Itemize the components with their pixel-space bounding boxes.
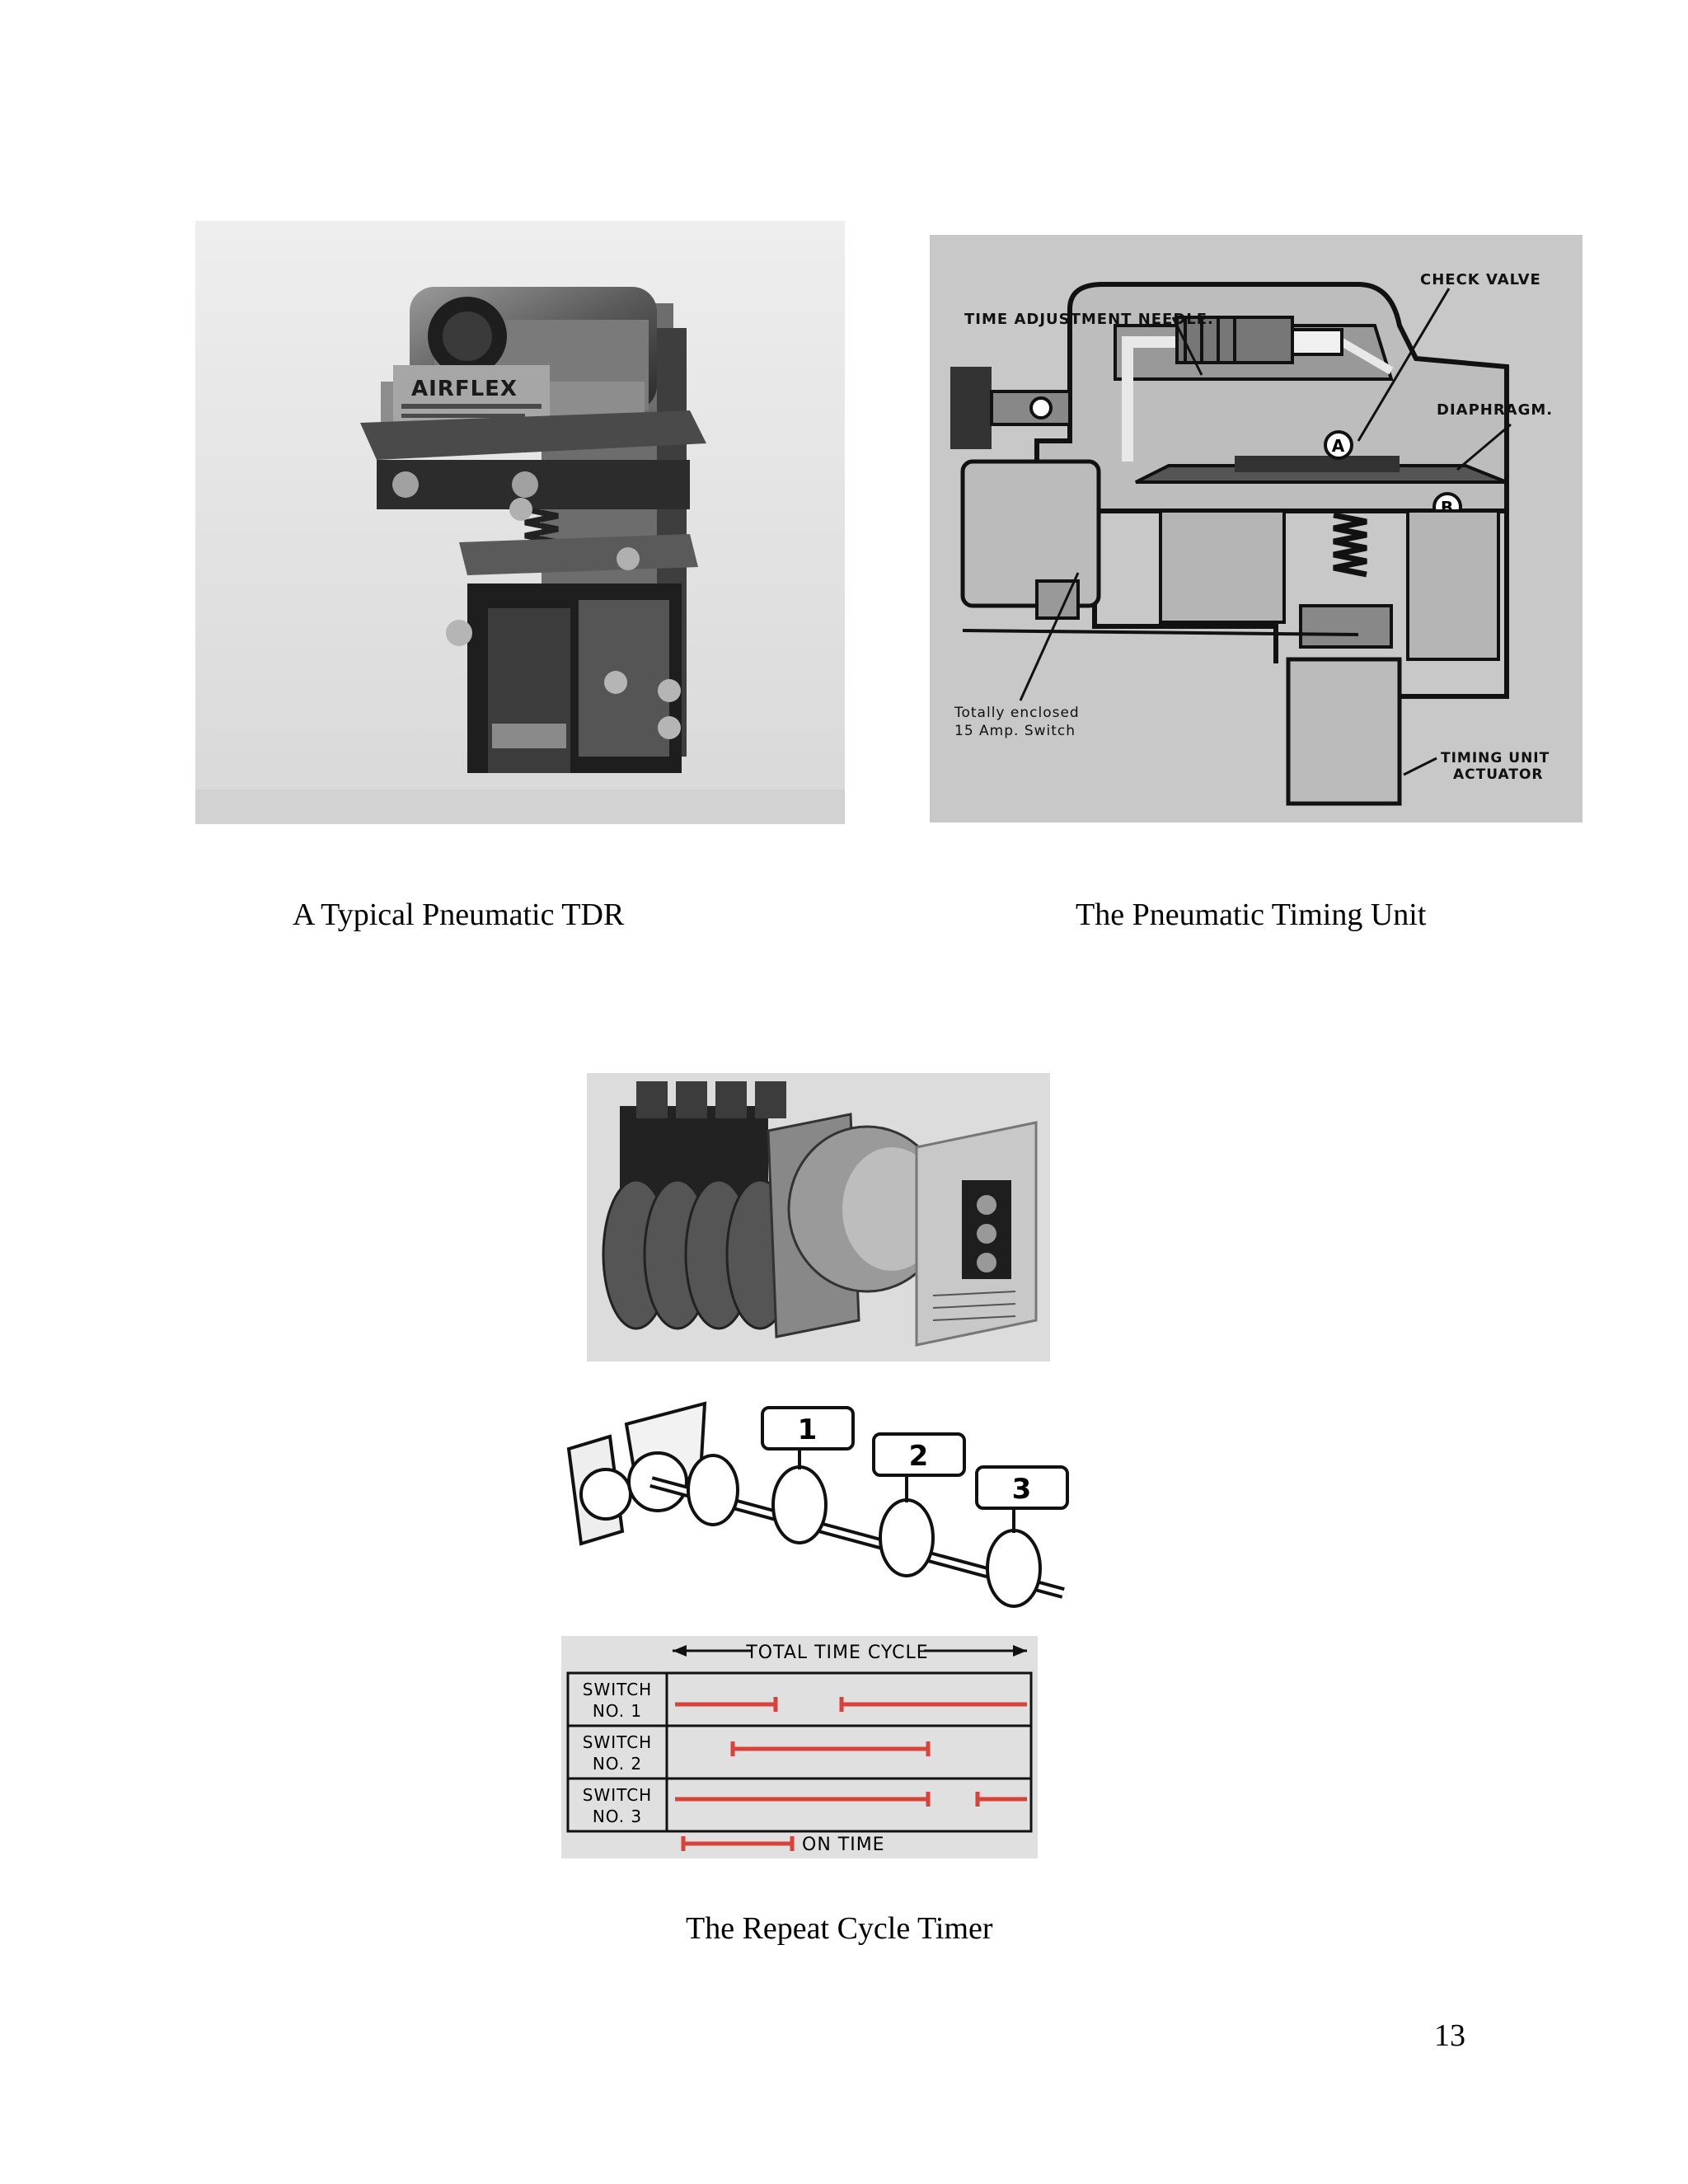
cam-number-1: 1 xyxy=(798,1413,818,1446)
label-switch-line1: Totally enclosed xyxy=(954,705,1080,721)
pneumatic-timing-unit-diagram: A B TIME ADJUSTMENT NEEDLE. CHECK VALVE … xyxy=(930,235,1582,823)
caption-tdr: A Typical Pneumatic TDR xyxy=(293,898,625,932)
total-time-cycle-label: TOTAL TIME CYCLE xyxy=(745,1643,928,1663)
cam-number-3: 3 xyxy=(1012,1473,1033,1506)
label-diaphragm: DIAPHRAGM. xyxy=(1437,401,1553,419)
cam-shaft-diagram: 1 2 3 xyxy=(560,1391,1100,1610)
caption-timing-unit: The Pneumatic Timing Unit xyxy=(1076,898,1427,932)
label-actuator-line2: ACTUATOR xyxy=(1453,766,1544,783)
switch-label-3: SWITCH xyxy=(583,1785,652,1805)
caption-repeat-cycle: The Repeat Cycle Timer xyxy=(686,1911,993,1946)
page-number: 13 xyxy=(1434,2018,1465,2053)
label-check-valve: CHECK VALVE xyxy=(1420,271,1541,288)
repeat-cycle-timer-photo xyxy=(587,1073,1050,1361)
airflex-brand-text: AIRFLEX xyxy=(411,377,518,401)
on-time-label: ON TIME xyxy=(802,1835,885,1855)
switch-no-2: NO. 2 xyxy=(593,1754,642,1774)
switch-label-1: SWITCH xyxy=(583,1680,652,1699)
switch-no-3: NO. 3 xyxy=(593,1807,642,1826)
pneumatic-tdr-photo: AIRFLEX xyxy=(195,221,845,824)
switch-label-2: SWITCH xyxy=(583,1732,652,1752)
label-actuator-line1: TIMING UNIT xyxy=(1441,750,1550,766)
label-switch-line2: 15 Amp. Switch xyxy=(954,723,1076,739)
switch-timing-chart: TOTAL TIME CYCLE SWITCH NO. 1 SWITCH NO.… xyxy=(561,1636,1038,1858)
switch-no-1: NO. 1 xyxy=(593,1701,642,1721)
marker-a: A xyxy=(1332,436,1345,456)
label-time-adjustment-needle: TIME ADJUSTMENT NEEDLE. xyxy=(964,311,1214,328)
cam-number-2: 2 xyxy=(909,1440,930,1473)
